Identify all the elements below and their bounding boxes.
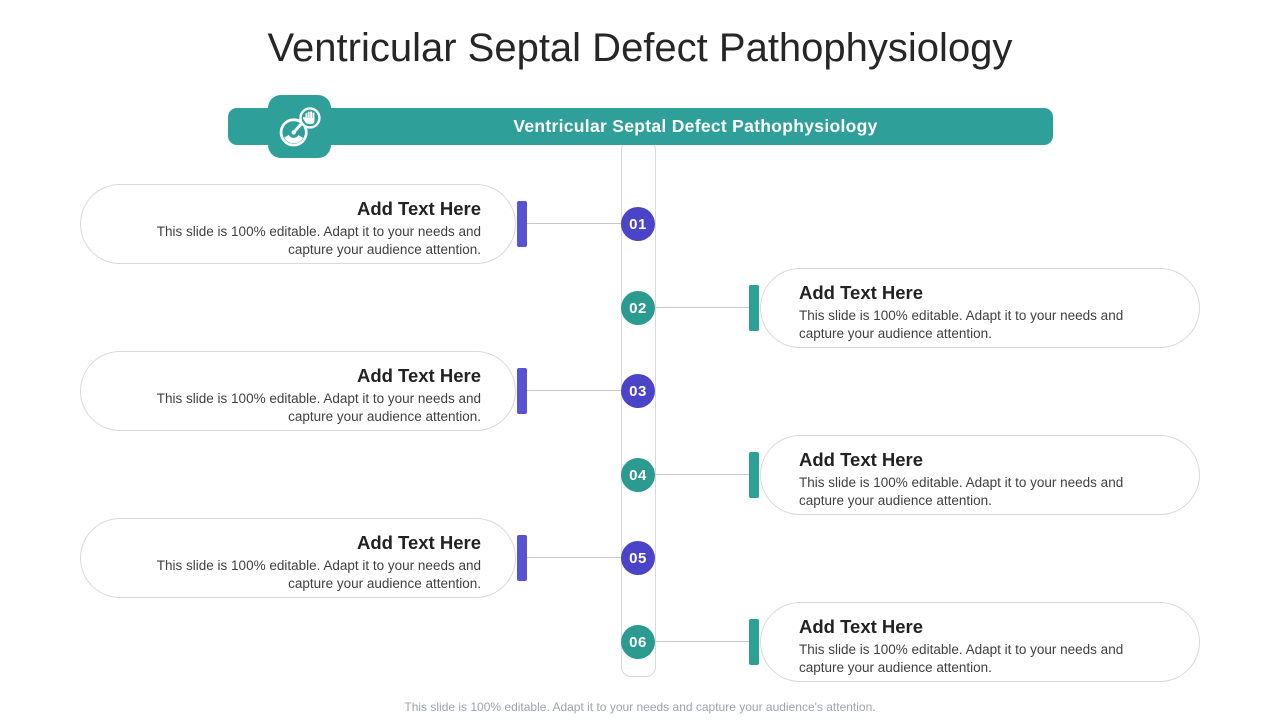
banner-title: Ventricular Septal Defect Pathophysiolog… xyxy=(513,116,878,136)
accent-bar xyxy=(517,535,527,581)
connector-line xyxy=(645,307,751,309)
placeholder-body: This slide is 100% editable. Adapt it to… xyxy=(156,224,481,257)
text-placeholder-box[interactable]: Add Text Here This slide is 100% editabl… xyxy=(80,518,516,598)
speedometer-stop-hand-icon xyxy=(279,106,321,146)
section-banner: Ventricular Septal Defect Pathophysiolog… xyxy=(228,108,1053,145)
text-placeholder-box[interactable]: Add Text Here This slide is 100% editabl… xyxy=(760,435,1200,515)
connector-line xyxy=(524,557,634,559)
banner-icon-badge xyxy=(268,95,331,158)
connector-line xyxy=(524,390,634,392)
placeholder-body: This slide is 100% editable. Adapt it to… xyxy=(799,642,1124,675)
text-placeholder-box[interactable]: Add Text Here This slide is 100% editabl… xyxy=(80,351,516,431)
placeholder-title: Add Text Here xyxy=(356,532,481,553)
text-placeholder-box[interactable]: Add Text Here This slide is 100% editabl… xyxy=(760,602,1200,682)
accent-bar xyxy=(749,452,759,498)
text-placeholder-box[interactable]: Add Text Here This slide is 100% editabl… xyxy=(760,268,1200,348)
placeholder-body: This slide is 100% editable. Adapt it to… xyxy=(156,391,481,424)
connector-line xyxy=(524,223,634,225)
accent-bar xyxy=(517,368,527,414)
connector-line xyxy=(645,474,751,476)
placeholder-title: Add Text Here xyxy=(356,365,481,386)
connector-line xyxy=(645,641,751,643)
placeholder-title: Add Text Here xyxy=(799,282,924,303)
placeholder-body: This slide is 100% editable. Adapt it to… xyxy=(799,308,1124,341)
placeholder-body: This slide is 100% editable. Adapt it to… xyxy=(799,475,1124,508)
accent-bar xyxy=(749,285,759,331)
placeholder-body: This slide is 100% editable. Adapt it to… xyxy=(156,558,481,591)
placeholder-title: Add Text Here xyxy=(799,449,924,470)
text-placeholder-box[interactable]: Add Text Here This slide is 100% editabl… xyxy=(80,184,516,264)
accent-bar xyxy=(749,619,759,665)
footer-note: This slide is 100% editable. Adapt it to… xyxy=(404,700,876,714)
timeline-spine xyxy=(621,140,656,677)
placeholder-title: Add Text Here xyxy=(356,198,481,219)
accent-bar xyxy=(517,201,527,247)
placeholder-title: Add Text Here xyxy=(799,616,924,637)
page-title: Ventricular Septal Defect Pathophysiolog… xyxy=(267,26,1013,70)
